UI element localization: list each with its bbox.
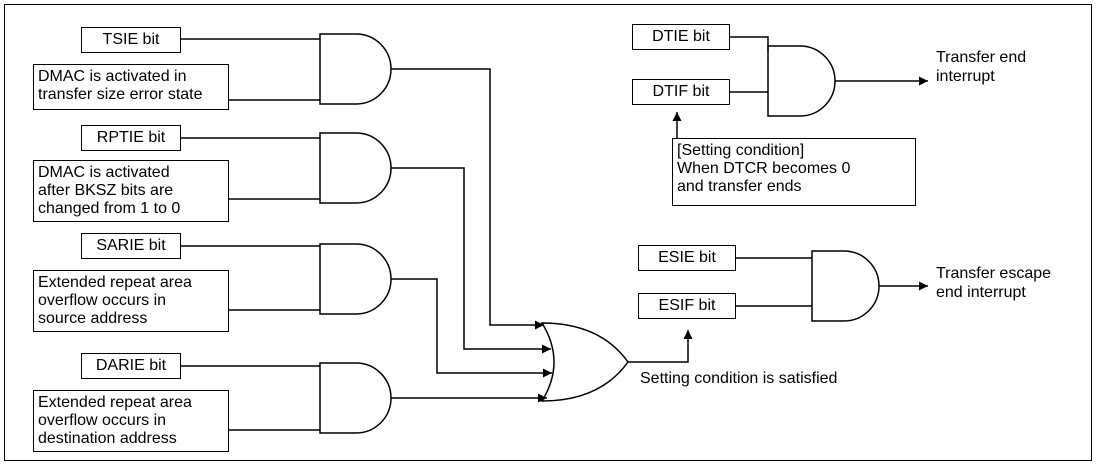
darie-bit-box: DARIE bit	[81, 353, 181, 379]
rptie-condition-box: DMAC is activated after BKSZ bits are ch…	[33, 160, 229, 222]
or-gate	[540, 322, 629, 402]
dtif-bit-box: DTIF bit	[632, 79, 730, 105]
transfer-escape-end-interrupt-label: Transfer escape end interrupt	[936, 265, 1052, 301]
and-gate-tsie	[319, 33, 392, 105]
esif-bit-box: ESIF bit	[638, 293, 736, 319]
transfer-end-interrupt-label: Transfer end interrupt	[936, 49, 1027, 85]
sarie-condition-box: Extended repeat area overflow occurs in …	[33, 270, 229, 332]
and-gate-sarie	[319, 243, 392, 315]
diagram-frame	[4, 4, 1092, 461]
wire-and2-to-or	[391, 167, 551, 354]
or-output-label: Setting condition is satisfied	[640, 370, 838, 387]
and-gate-rptie	[319, 132, 392, 204]
and-gate-darie	[319, 362, 392, 434]
wire-or-to-esif	[628, 330, 693, 363]
dtie-bit-box: DTIE bit	[632, 24, 730, 50]
wire-and1-to-or	[391, 68, 544, 330]
tsie-bit-box: TSIE bit	[81, 27, 181, 53]
rptie-bit-box: RPTIE bit	[81, 125, 181, 151]
wire-dtie	[730, 36, 769, 51]
sarie-bit-box: SARIE bit	[81, 233, 181, 259]
and-gate-transfer-end	[767, 45, 836, 117]
darie-condition-box: Extended repeat area overflow occurs in …	[33, 390, 229, 452]
esie-bit-box: ESIE bit	[638, 245, 736, 271]
wire-and3-to-or	[391, 278, 552, 378]
and-gate-transfer-escape	[811, 250, 880, 322]
tsie-condition-box: DMAC is activated in transfer size error…	[33, 64, 229, 110]
setting-condition-box: [Setting condition] When DTCR becomes 0 …	[672, 138, 916, 206]
